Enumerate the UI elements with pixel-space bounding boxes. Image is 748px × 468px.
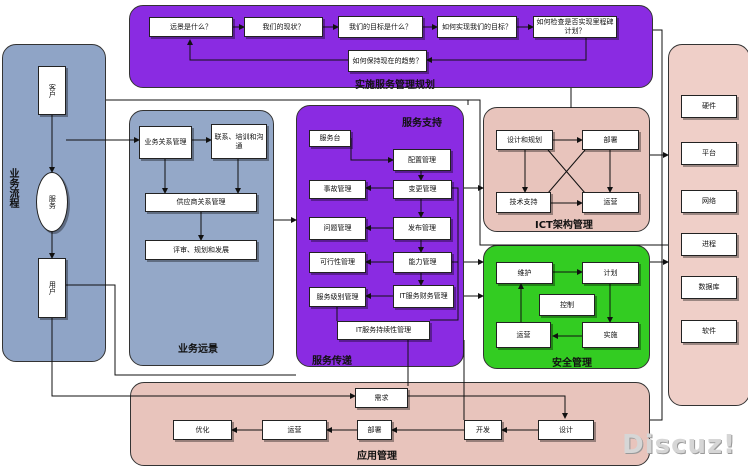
vision-title: 业务远景: [178, 344, 218, 355]
support-problem[interactable]: 问题管理: [309, 217, 366, 240]
ict-tech-support[interactable]: 技术支持: [496, 192, 551, 213]
ict-design[interactable]: 设计和规划: [496, 130, 553, 150]
business-item-customer[interactable]: 客户: [38, 66, 66, 115]
watermark-logo: Discuz!: [622, 430, 736, 460]
support-subtitle: 服务传递: [312, 356, 352, 367]
business-process-title: 业务流程: [7, 168, 18, 208]
security-control[interactable]: 控制: [539, 294, 595, 316]
support-title: 服务支持: [402, 118, 442, 129]
security-title: 安全管理: [552, 358, 592, 369]
tech-process[interactable]: 进程: [681, 233, 737, 256]
tech-database[interactable]: 数据库: [681, 276, 737, 299]
support-config[interactable]: 配置管理: [393, 149, 451, 171]
tech-hardware[interactable]: 硬件: [681, 95, 737, 118]
tech-platform[interactable]: 平台: [681, 142, 737, 165]
support-finance[interactable]: IT服务财务管理: [393, 285, 454, 308]
planning-step-current[interactable]: 我们的现状？: [244, 17, 323, 37]
app-optimize[interactable]: 优化: [173, 420, 232, 440]
tech-network[interactable]: 网络: [681, 190, 737, 213]
planning-title: 实施服务管理规划: [355, 80, 435, 91]
ict-operations[interactable]: 运营: [582, 192, 639, 213]
vision-relationship[interactable]: 业务关系管理: [139, 126, 192, 159]
ict-deploy[interactable]: 部署: [582, 130, 639, 150]
vision-contact[interactable]: 联系、培训和沟通: [211, 124, 267, 159]
support-release[interactable]: 发布管理: [393, 217, 451, 240]
planning-step-goals[interactable]: 我们的目标是什么？: [338, 16, 423, 38]
app-deploy[interactable]: 部署: [357, 420, 392, 440]
tech-software[interactable]: 软件: [681, 320, 737, 343]
vision-review[interactable]: 评审、规划和发展: [145, 240, 257, 260]
business-item-service[interactable]: 服务: [36, 172, 68, 232]
support-availability[interactable]: 可行性管理: [309, 252, 366, 273]
app-operate[interactable]: 运营: [262, 420, 327, 440]
security-plan[interactable]: 计划: [582, 262, 639, 284]
planning-step-vision[interactable]: 远景是什么？: [149, 17, 233, 37]
security-implement[interactable]: 实施: [582, 322, 639, 348]
support-capacity[interactable]: 能力管理: [393, 252, 452, 273]
support-incident[interactable]: 事故管理: [309, 180, 366, 199]
planning-step-check[interactable]: 如何检查是否实现里程碑计划？: [533, 16, 617, 38]
support-service-level[interactable]: 服务级别管理: [309, 287, 366, 307]
vision-supplier[interactable]: 供应商关系管理: [145, 193, 257, 212]
planning-step-achieve[interactable]: 如何实现我们的目标？: [437, 16, 517, 38]
support-change[interactable]: 变更管理: [393, 180, 452, 199]
app-requirement[interactable]: 需求: [355, 388, 408, 408]
app-design[interactable]: 设计: [538, 420, 594, 440]
support-continuity[interactable]: IT服务持续性管理: [337, 321, 430, 340]
ict-title: ICT架构管理: [535, 220, 593, 231]
app-title: 应用管理: [357, 451, 397, 462]
planning-step-sustain[interactable]: 如何保持现在的趋势？: [348, 50, 427, 72]
security-operations[interactable]: 运营: [496, 322, 551, 348]
support-service-desk[interactable]: 服务台: [309, 130, 351, 147]
business-item-user[interactable]: 用户: [38, 258, 66, 318]
security-maintain[interactable]: 维护: [496, 262, 553, 284]
app-develop[interactable]: 开发: [464, 420, 502, 440]
